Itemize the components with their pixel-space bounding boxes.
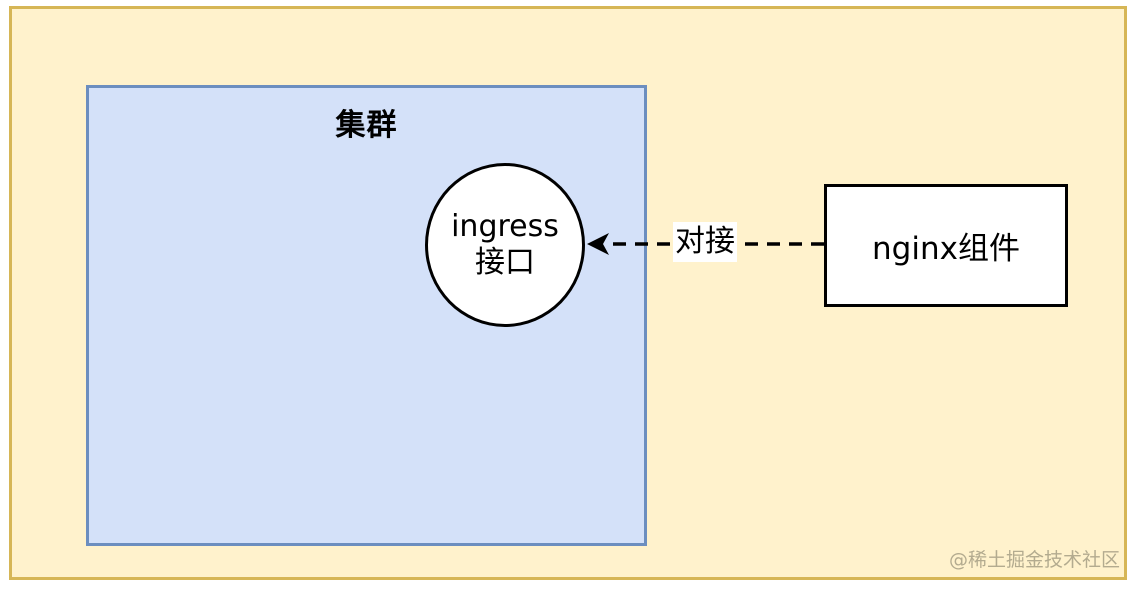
ingress-label-line1: ingress xyxy=(451,209,559,244)
watermark: @稀土掘金技术社区 xyxy=(948,549,1120,571)
nginx-node: nginx组件 xyxy=(824,184,1068,307)
cluster-label: 集群 xyxy=(335,108,398,143)
ingress-node: ingress 接口 xyxy=(425,163,585,327)
edge-label: 对接 xyxy=(673,222,737,262)
ingress-label-line2: 接口 xyxy=(475,245,535,280)
arrowhead-icon xyxy=(587,233,609,255)
nginx-label: nginx组件 xyxy=(872,231,1020,267)
cluster-box xyxy=(86,85,647,546)
